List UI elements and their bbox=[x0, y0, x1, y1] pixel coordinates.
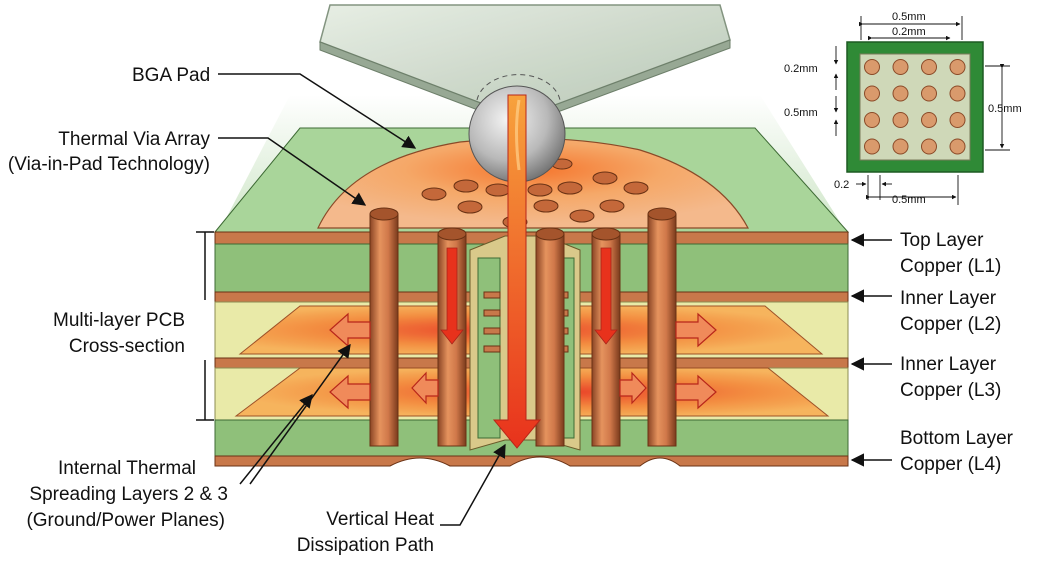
label-inner3-line2: Copper (L3) bbox=[900, 380, 1001, 401]
via-flow-arrows bbox=[440, 247, 618, 345]
layer-l4-copper bbox=[214, 455, 849, 467]
label-inner2-line2: Copper (L2) bbox=[900, 314, 1001, 335]
inset-via-hole bbox=[921, 59, 937, 75]
inset-via-hole bbox=[949, 59, 966, 75]
label-bottom-line1: Bottom Layer bbox=[900, 428, 1014, 449]
label-multilayer-line2: Cross-section bbox=[69, 336, 185, 357]
inset-dim-bottom-small: 0.2 bbox=[834, 179, 849, 191]
leader-internal-l3 bbox=[239, 393, 313, 485]
inset-dim-bottom: 0.5mm bbox=[892, 194, 926, 206]
via-barrel-1 bbox=[369, 207, 399, 447]
leader-lines bbox=[218, 73, 892, 526]
via-barrel-5 bbox=[647, 207, 677, 447]
label-bottom-line2: Copper (L4) bbox=[900, 454, 1001, 475]
arrow-inner-left bbox=[411, 371, 439, 405]
arrow-left-l2 bbox=[329, 312, 371, 348]
arrow-inner-right bbox=[619, 371, 647, 405]
via-array-inset: 0.5mm 0.2mm 0.2mm 0.5mm 0.5mm 0.2 0.5mm bbox=[784, 11, 1022, 206]
heat-flow-stream bbox=[492, 94, 542, 449]
leader-thermal-via bbox=[218, 137, 367, 206]
inset-via-hole bbox=[864, 138, 880, 155]
inset-via-hole bbox=[921, 112, 937, 128]
arrow-right-l3 bbox=[675, 374, 717, 410]
inset-via-hole bbox=[864, 112, 880, 128]
inset-via-hole bbox=[892, 138, 909, 155]
arrow-left-l3 bbox=[329, 374, 371, 410]
inset-dim-right: 0.5mm bbox=[988, 103, 1022, 115]
inset-via-hole bbox=[949, 138, 966, 155]
bga-copper-pad bbox=[317, 137, 749, 229]
stack-bracket bbox=[196, 231, 214, 421]
label-vertical-line2: Dissipation Path bbox=[297, 535, 434, 556]
inset-via-hole bbox=[949, 112, 966, 128]
inset-via-hole bbox=[892, 59, 909, 75]
inset-via-hole bbox=[921, 85, 937, 102]
inset-via-hole bbox=[921, 138, 937, 155]
via-barrel-3 bbox=[535, 227, 565, 447]
label-top-layer-line1: Top Layer bbox=[900, 230, 984, 251]
inset-dim-left-mid: 0.5mm bbox=[784, 107, 818, 119]
label-inner2-line1: Inner Layer bbox=[900, 288, 997, 309]
label-multilayer-line1: Multi-layer PCB bbox=[53, 310, 185, 331]
inset-via-hole bbox=[864, 59, 880, 75]
inset-via-hole bbox=[864, 85, 880, 102]
arrow-right-l2 bbox=[675, 312, 717, 348]
lateral-heat-arrows bbox=[329, 312, 717, 410]
inset-via-hole bbox=[949, 85, 966, 102]
inset-via-hole bbox=[892, 112, 909, 128]
label-inner3-line1: Inner Layer bbox=[900, 354, 997, 375]
label-top-layer-line2: Copper (L1) bbox=[900, 256, 1001, 277]
inset-dim-left-top: 0.2mm bbox=[784, 63, 818, 75]
label-bga-pad: BGA Pad bbox=[132, 65, 210, 86]
inset-via-hole bbox=[892, 85, 909, 102]
inset-dim-top-inner: 0.2mm bbox=[892, 26, 926, 38]
label-internal-line1: Internal Thermal bbox=[58, 458, 196, 479]
leader-internal-l2 bbox=[249, 343, 351, 485]
inset-dimension-lines bbox=[833, 16, 1010, 205]
label-vertical-line1: Vertical Heat bbox=[326, 509, 434, 530]
inset-dim-top-outer: 0.5mm bbox=[892, 11, 926, 23]
inset-via-grid bbox=[864, 59, 966, 155]
label-internal-line2: Spreading Layers 2 & 3 bbox=[29, 484, 228, 505]
leader-bga-pad bbox=[218, 73, 417, 149]
leader-vertical bbox=[440, 443, 506, 526]
callout-labels: BGA Pad Thermal Via Array (Via-in-Pad Te… bbox=[8, 65, 1014, 556]
label-thermal-via-line2: (Via-in-Pad Technology) bbox=[8, 154, 210, 175]
label-thermal-via-line1: Thermal Via Array bbox=[58, 129, 210, 150]
label-internal-line3: (Ground/Power Planes) bbox=[26, 510, 225, 531]
